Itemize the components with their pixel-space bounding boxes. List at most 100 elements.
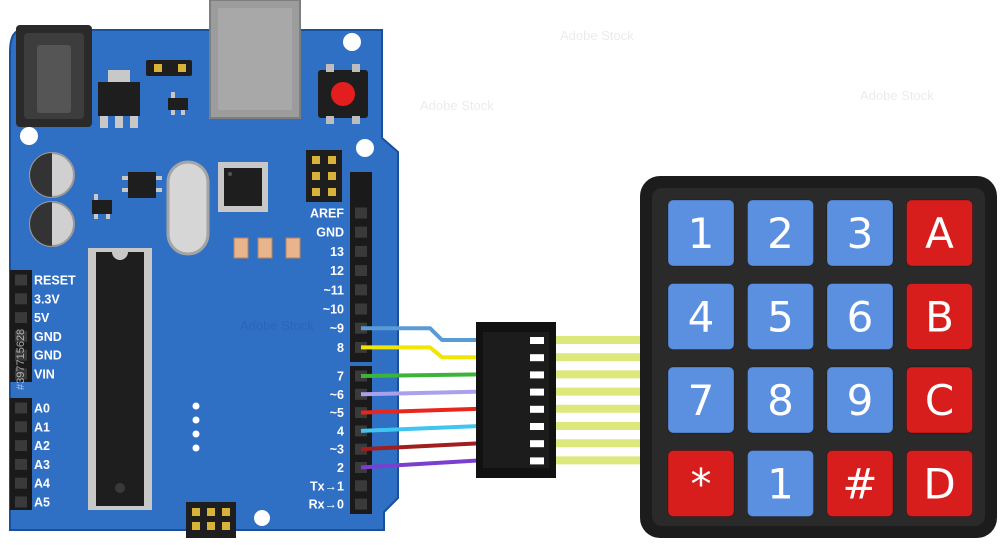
mounting-hole <box>20 127 38 145</box>
keypad-key[interactable]: B <box>906 283 973 350</box>
keypad-key-face <box>667 199 735 267</box>
keypad-ribbon-cable <box>556 336 645 465</box>
mounting-hole <box>356 139 374 157</box>
keypad-key[interactable]: 3 <box>826 199 894 267</box>
analog-pin-label: A4 <box>34 477 50 491</box>
power-pin-label: GND <box>34 349 62 363</box>
small-ic <box>92 194 112 219</box>
top-jumper <box>146 60 192 76</box>
keypad-key[interactable]: 1 <box>667 199 735 267</box>
power-pin-label: 5V <box>34 311 50 325</box>
keypad-key-label: # <box>842 460 877 509</box>
digital-pin-label: 13 <box>330 245 344 259</box>
header-socket <box>15 330 27 342</box>
header-socket <box>355 265 367 277</box>
keypad-key-face <box>667 450 735 517</box>
digital-pin-label: ~9 <box>330 322 344 336</box>
header-socket <box>355 480 367 492</box>
digital-pin-label: 8 <box>337 341 344 355</box>
keypad-key-face <box>906 450 973 517</box>
keypad-key[interactable]: 1 <box>747 450 814 517</box>
keypad-key[interactable]: A <box>906 199 973 267</box>
keypad-key-label: 1 <box>688 209 715 258</box>
digital-pin-label: AREF <box>310 207 344 221</box>
jumper-wire <box>360 389 481 397</box>
mounting-hole <box>343 33 361 51</box>
keypad-key-face <box>826 283 894 350</box>
connector-pin <box>530 405 544 413</box>
svg-text:Adobe Stock: Adobe Stock <box>240 318 314 333</box>
icsp-header-bottom <box>186 502 236 538</box>
power-pin-label: 3.3V <box>34 292 60 306</box>
keypad-key[interactable]: # <box>826 450 894 517</box>
header-socket <box>355 284 367 296</box>
header-socket <box>15 274 27 286</box>
digital-pin-label: Rx→0 <box>309 498 344 512</box>
keypad-key[interactable]: 5 <box>747 283 814 350</box>
led-dots <box>192 402 200 452</box>
keypad-key-label: 6 <box>847 293 874 342</box>
digital-pin-label: 2 <box>337 461 344 475</box>
keypad-key[interactable]: 7 <box>667 366 735 434</box>
mounting-hole <box>254 510 270 526</box>
ribbon-connector <box>476 322 556 478</box>
crystal-oscillator <box>166 160 210 256</box>
keypad-key-face <box>747 283 814 350</box>
connector-pin <box>530 440 544 448</box>
capacitor <box>29 201 75 247</box>
digital-pin-label: 4 <box>337 424 344 438</box>
keypad-key-label: 5 <box>767 293 794 342</box>
digital-pin-label: 7 <box>337 370 344 384</box>
svg-text:Adobe Stock: Adobe Stock <box>860 88 934 103</box>
keypad-key[interactable]: D <box>906 450 973 517</box>
transistor <box>168 92 188 115</box>
header-socket <box>15 293 27 305</box>
keypad-key[interactable]: 9 <box>826 366 894 434</box>
header-socket <box>355 207 367 219</box>
keypad-key-label: 8 <box>767 376 794 425</box>
stock-id-watermark: #397715628 <box>15 329 27 390</box>
header-socket <box>355 498 367 510</box>
digital-pin-label: ~11 <box>323 283 344 297</box>
keypad-key-face <box>667 283 735 350</box>
capacitor <box>29 152 75 198</box>
connector-pin <box>530 371 544 379</box>
jumper-wire <box>360 406 481 415</box>
svg-text:Adobe Stock: Adobe Stock <box>560 28 634 43</box>
keypad-key-label: C <box>925 376 954 425</box>
connector-pin <box>530 337 544 344</box>
keypad-key-face <box>826 450 894 517</box>
stock-watermark: Adobe Stock Adobe Stock Adobe Stock Adob… <box>240 28 934 333</box>
keypad-key-face <box>747 199 814 267</box>
keypad-key-label: 1 <box>767 460 794 509</box>
keypad-key[interactable]: 8 <box>747 366 814 434</box>
keypad-key[interactable]: 2 <box>747 199 814 267</box>
connector-pin <box>530 388 544 396</box>
usb-controller-chip <box>218 162 268 212</box>
jumper-wire <box>361 326 480 342</box>
header-socket <box>15 402 27 414</box>
jumper-wire <box>360 458 481 470</box>
keypad-key-label: 4 <box>688 293 715 342</box>
connector-pin <box>530 354 544 362</box>
keypad-key-label: 3 <box>847 209 874 258</box>
keypad-key[interactable]: 6 <box>826 283 894 350</box>
usb-port <box>209 0 301 119</box>
digital-pin-label: ~5 <box>330 406 344 420</box>
header-socket <box>355 226 367 238</box>
header-socket <box>15 477 27 489</box>
digital-pin-label: Tx→1 <box>310 479 344 493</box>
header-socket <box>15 440 27 452</box>
jumper-wire <box>361 345 480 360</box>
keypad-key-face <box>826 199 894 267</box>
keypad-key[interactable]: * <box>667 450 735 517</box>
header-socket <box>355 245 367 257</box>
header-socket <box>15 312 27 324</box>
keypad-key[interactable]: C <box>906 366 973 434</box>
keypad-key[interactable]: 4 <box>667 283 735 350</box>
keypad-key-label: A <box>925 209 954 258</box>
